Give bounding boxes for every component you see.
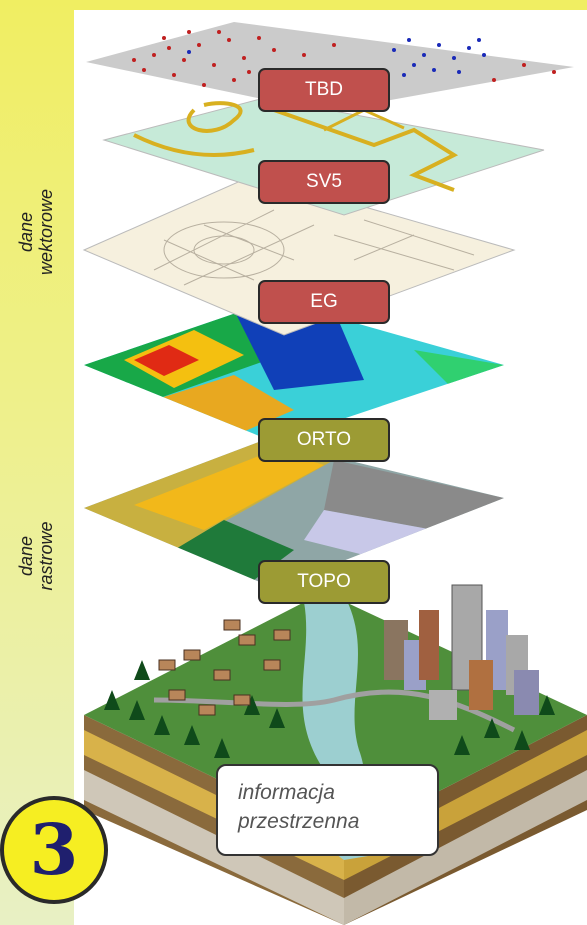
info-box-line1: informacja — [238, 781, 335, 804]
sidebar — [0, 0, 74, 925]
road — [153, 689, 516, 733]
badge-number: 3 — [29, 808, 79, 891]
vector-data-label: dane wektorowe — [16, 188, 57, 276]
info-box: informacja przestrzenna — [216, 764, 439, 856]
topo-layer — [84, 440, 504, 588]
houses — [158, 619, 291, 716]
layer-label-tbd: TBD — [258, 68, 390, 112]
raster-label-line1: dane — [16, 535, 37, 577]
trees — [104, 660, 555, 758]
vector-label-line1: dane — [16, 211, 37, 253]
info-box-line2: przestrzenna — [238, 810, 360, 834]
layer-label-sv5: SV5 — [258, 160, 390, 204]
raster-label-line2: rastrowe — [36, 521, 56, 591]
layer-label-eg: EG — [258, 280, 390, 324]
eg-layer — [82, 174, 516, 336]
layer-stack-illustration — [82, 22, 587, 925]
tbd-layer — [86, 22, 574, 112]
number-badge: 3 — [0, 796, 108, 904]
top-bar — [74, 0, 587, 10]
raster-data-label: dane rastrowe — [16, 521, 57, 591]
vector-label-line2: wektorowe — [36, 188, 56, 276]
layer-label-orto: ORTO — [258, 418, 390, 462]
layer-label-topo: TOPO — [258, 560, 390, 604]
city-buildings — [384, 584, 539, 720]
terrain-block — [84, 584, 587, 925]
